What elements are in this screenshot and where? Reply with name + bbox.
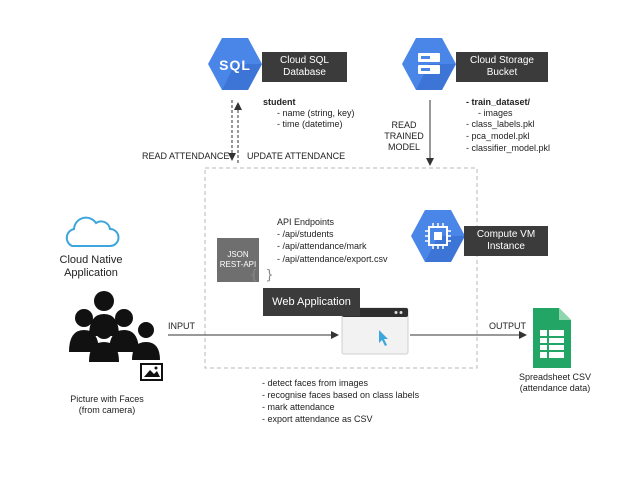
update-attendance-label: UPDATE ATTENDANCE <box>247 151 346 161</box>
web-application-label: Web Application <box>263 288 360 316</box>
api-heading: API Endpoints <box>277 217 335 227</box>
sql-field-time: - time (datetime) <box>277 119 343 129</box>
output-label: OUTPUT <box>489 321 526 331</box>
api-endpoint-students: - /api/students <box>277 229 334 239</box>
cloud-storage-title-2: Bucket <box>486 67 518 78</box>
sql-icon-text: SQL <box>219 57 251 73</box>
storage-item-images: - images <box>478 108 513 118</box>
cloud-sql-title-1: Cloud SQL <box>280 55 329 66</box>
cloud-native-title: Cloud Native Application <box>46 254 136 280</box>
read-model-line-2: TRAINED <box>384 131 424 141</box>
read-attendance-label: READ ATTENDANCE <box>142 151 230 161</box>
feature-export-csv: - export attendance as CSV <box>262 414 373 424</box>
spreadsheet-caption-1: Spreadsheet CSV <box>518 372 592 382</box>
compute-vm-title-1: Compute VM <box>476 229 536 240</box>
braces-icon: { } <box>250 268 274 283</box>
cloud-native-line-1: Cloud Native <box>59 254 123 266</box>
picture-caption-2: (from camera) <box>78 405 136 415</box>
compute-vm-icon <box>411 210 465 262</box>
read-model-line-1: READ <box>391 120 417 130</box>
storage-item-classifier: - classifier_model.pkl <box>466 143 551 153</box>
read-trained-model-label: READ TRAINED MODEL <box>382 120 426 153</box>
cloud-sql-icon <box>208 38 262 90</box>
cloud-icon <box>65 216 120 247</box>
people-group-icon <box>69 291 160 362</box>
compute-vm-label: Compute VM Instance <box>464 226 548 256</box>
storage-item-class-labels: - class_labels.pkl <box>466 119 535 129</box>
json-rest-api-badge: JSON REST-API <box>217 238 259 282</box>
storage-folder: - train_dataset/ <box>466 97 531 107</box>
cloud-sql-title-2: Database <box>283 67 326 78</box>
compute-vm-title-2: Instance <box>487 241 525 252</box>
json-badge-line-2: REST-API <box>219 260 257 269</box>
sql-schema-name: student <box>263 97 296 107</box>
api-endpoint-export: - /api/attendance/export.csv <box>277 254 388 264</box>
picture-icon <box>140 363 163 381</box>
cloud-native-line-2: Application <box>64 267 118 279</box>
spreadsheet-caption-2: (attendance data) <box>519 383 591 393</box>
storage-item-pca-model: - pca_model.pkl <box>466 131 530 141</box>
picture-caption-1: Picture with Faces <box>70 394 144 404</box>
compute-boundary <box>204 167 478 369</box>
cloud-sql-label: Cloud SQL Database <box>262 52 347 82</box>
cloud-storage-icon <box>402 38 456 90</box>
spreadsheet-icon <box>533 308 571 368</box>
json-badge-line-1: JSON <box>227 250 249 259</box>
read-model-line-3: MODEL <box>387 142 420 152</box>
sql-field-name: - name (string, key) <box>277 108 355 118</box>
spreadsheet-caption: Spreadsheet CSV (attendance data) <box>510 372 600 394</box>
api-endpoint-mark: - /api/attendance/mark <box>277 241 367 251</box>
cloud-storage-label: Cloud Storage Bucket <box>456 52 548 82</box>
input-label: INPUT <box>168 321 195 331</box>
feature-recognise-faces: - recognise faces based on class labels <box>262 390 420 400</box>
feature-mark-attendance: - mark attendance <box>262 402 335 412</box>
feature-detect-faces: - detect faces from images <box>262 378 369 388</box>
cloud-storage-title-1: Cloud Storage <box>470 55 534 66</box>
picture-caption: Picture with Faces (from camera) <box>62 394 152 416</box>
